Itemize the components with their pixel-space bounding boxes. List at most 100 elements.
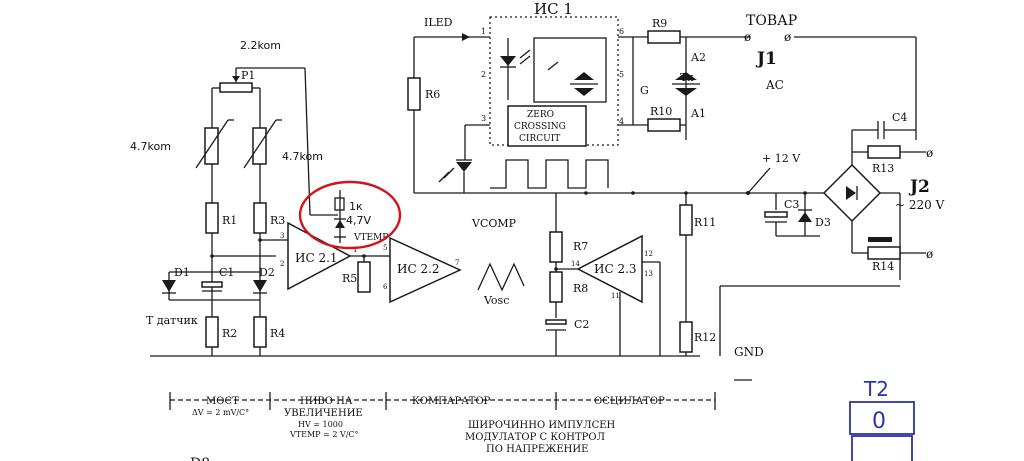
r4-resistor — [253, 316, 267, 348]
pwm-waveform — [490, 159, 609, 189]
divider-section: R11 R12 GND — [679, 193, 764, 381]
triangle-waveform — [477, 262, 525, 292]
d2-diode — [253, 280, 267, 292]
resistor-1k-sketch — [334, 197, 345, 211]
ic21-pin1: 1 — [353, 246, 357, 254]
r8-resistor — [549, 271, 563, 303]
pwm-label-2: МОДУЛАТОР С КОНТРОЛ — [465, 432, 605, 443]
section-nivo-1: НИВО НА — [300, 396, 353, 407]
r13-resistor — [867, 145, 901, 159]
p1-value-label: 2.2kom — [240, 39, 281, 52]
r1-label: R1 — [222, 214, 237, 227]
thermistor-right — [252, 127, 267, 165]
c2-capacitor — [545, 319, 567, 325]
ic22-pin5: 5 — [383, 244, 387, 252]
t2-display-box — [849, 401, 915, 435]
tovar-label: ТОВАР — [746, 13, 797, 29]
c4-label: C4 — [892, 111, 907, 124]
pin-5: 5 — [619, 70, 624, 79]
plus12-label: + 12 V — [762, 152, 801, 165]
zero-label-3: CIRCUIT — [519, 134, 560, 144]
r10-label: R10 — [650, 105, 672, 118]
pin-1: 1 — [481, 27, 486, 36]
p1-potentiometer — [219, 82, 253, 93]
r9-resistor — [647, 30, 681, 44]
load-connector: ТОВАР J1 AC ø ø — [744, 13, 917, 140]
r7-label: R7 — [573, 240, 588, 253]
pin-6: 6 — [619, 27, 624, 36]
pin-2: 2 — [481, 70, 486, 79]
ic22-label: ИС 2.2 — [397, 262, 440, 276]
r7-resistor — [549, 231, 563, 263]
ic1-block: ИС 1 ILED 1 2 3 6 5 4 ZERO CROSSING CIRC… — [424, 0, 648, 147]
zero-label-2: CROSSING — [514, 122, 566, 132]
ac-label: AC — [765, 78, 784, 92]
r11-label: R11 — [694, 216, 716, 229]
j1-terminal-b: ø — [784, 30, 791, 44]
hand-47v-label: 4,7V — [346, 214, 371, 227]
section-nivo-2: УВЕЛИЧЕНИЕ — [284, 408, 363, 419]
c1-capacitor — [201, 281, 223, 288]
ic1-triac-symbol — [574, 72, 594, 80]
section-nivo-4: VTEMP = 2 V/C° — [289, 430, 359, 439]
j2-label: J2 — [908, 177, 930, 197]
pwm-label-3: ПО НАПРЕЖЕНИЕ — [486, 444, 588, 455]
vcomp-label: VCOMP — [471, 217, 517, 230]
vtemp-label: VTEMP — [353, 233, 388, 243]
vosc-label: Vosc — [483, 294, 509, 307]
t2-sketch: T2 0 — [849, 377, 915, 461]
t2-label: T2 — [863, 377, 889, 401]
gnd-label: GND — [734, 345, 764, 359]
ic1-label: ИС 1 — [534, 0, 573, 18]
triac-section: R9 R10 A2 A1 Tx G — [640, 17, 750, 140]
ic21-pin2: 2 — [280, 260, 284, 268]
j2-terminal-a: ø — [926, 146, 933, 160]
r11-resistor — [679, 204, 693, 236]
c3-capacitor — [764, 211, 788, 218]
r12-resistor — [679, 321, 693, 353]
ic22-pin7: 7 — [455, 259, 459, 267]
r2-label: R2 — [222, 327, 237, 340]
tx-label: Tx — [680, 71, 694, 84]
hand-annotation: 1к 4,7V — [298, 180, 402, 250]
led-symbol — [456, 162, 472, 172]
ic23-pin12: 12 — [644, 250, 653, 258]
sensor-label: T датчик — [146, 314, 198, 327]
r3-resistor — [253, 202, 267, 234]
r14-label: R14 — [872, 260, 894, 273]
section-most-value: ΔV = 2 mV/C° — [192, 408, 249, 417]
thermistor-left-value: 4.7kom — [130, 140, 171, 153]
pin-4: 4 — [619, 117, 624, 126]
a1-label: A1 — [690, 107, 706, 120]
j1-terminal-a: ø — [744, 30, 751, 44]
r3-label: R3 — [270, 214, 285, 227]
d3-label: D3 — [815, 216, 831, 229]
r5-resistor — [357, 261, 371, 293]
section-bar: МОСТ ΔV = 2 mV/C° НИВО НА УВЕЛИЧЕНИЕ HV … — [169, 392, 716, 461]
r5-label: R5 — [342, 272, 357, 285]
zero-label-1: ZERO — [527, 110, 554, 120]
ic23-pin11: 11 — [611, 292, 620, 300]
bridge-section: 2.2kom P1 4.7kom 4.7kom R1 R3 — [130, 39, 700, 357]
p1-label: P1 — [241, 69, 255, 82]
d1-diode — [162, 280, 176, 292]
r6-section: R6 — [407, 36, 686, 194]
r6-resistor — [407, 77, 421, 111]
r6-label: R6 — [425, 88, 440, 101]
t2-value: 0 — [872, 409, 886, 434]
ic22-pin6: 6 — [383, 283, 388, 291]
c3-label: C3 — [784, 198, 799, 211]
r4-label: R4 — [270, 327, 285, 340]
r9-label: R9 — [652, 17, 667, 30]
r10-resistor — [647, 118, 681, 132]
r2-resistor — [205, 316, 219, 348]
r12-label: R12 — [694, 331, 716, 344]
iled-label: ILED — [424, 16, 453, 29]
opamp-ic21: ИС 2.1 3 2 1 R5 VTEMP — [280, 221, 388, 293]
j1-label: J1 — [755, 49, 777, 69]
pin-3: 3 — [481, 114, 486, 123]
d8-label: D8 — [190, 456, 210, 461]
section-nivo-3: HV = 1000 — [298, 420, 343, 429]
junction-dots — [210, 191, 807, 271]
power-supply: + 12 V C3 D3 C4 R13 ø R14 — [686, 111, 945, 356]
